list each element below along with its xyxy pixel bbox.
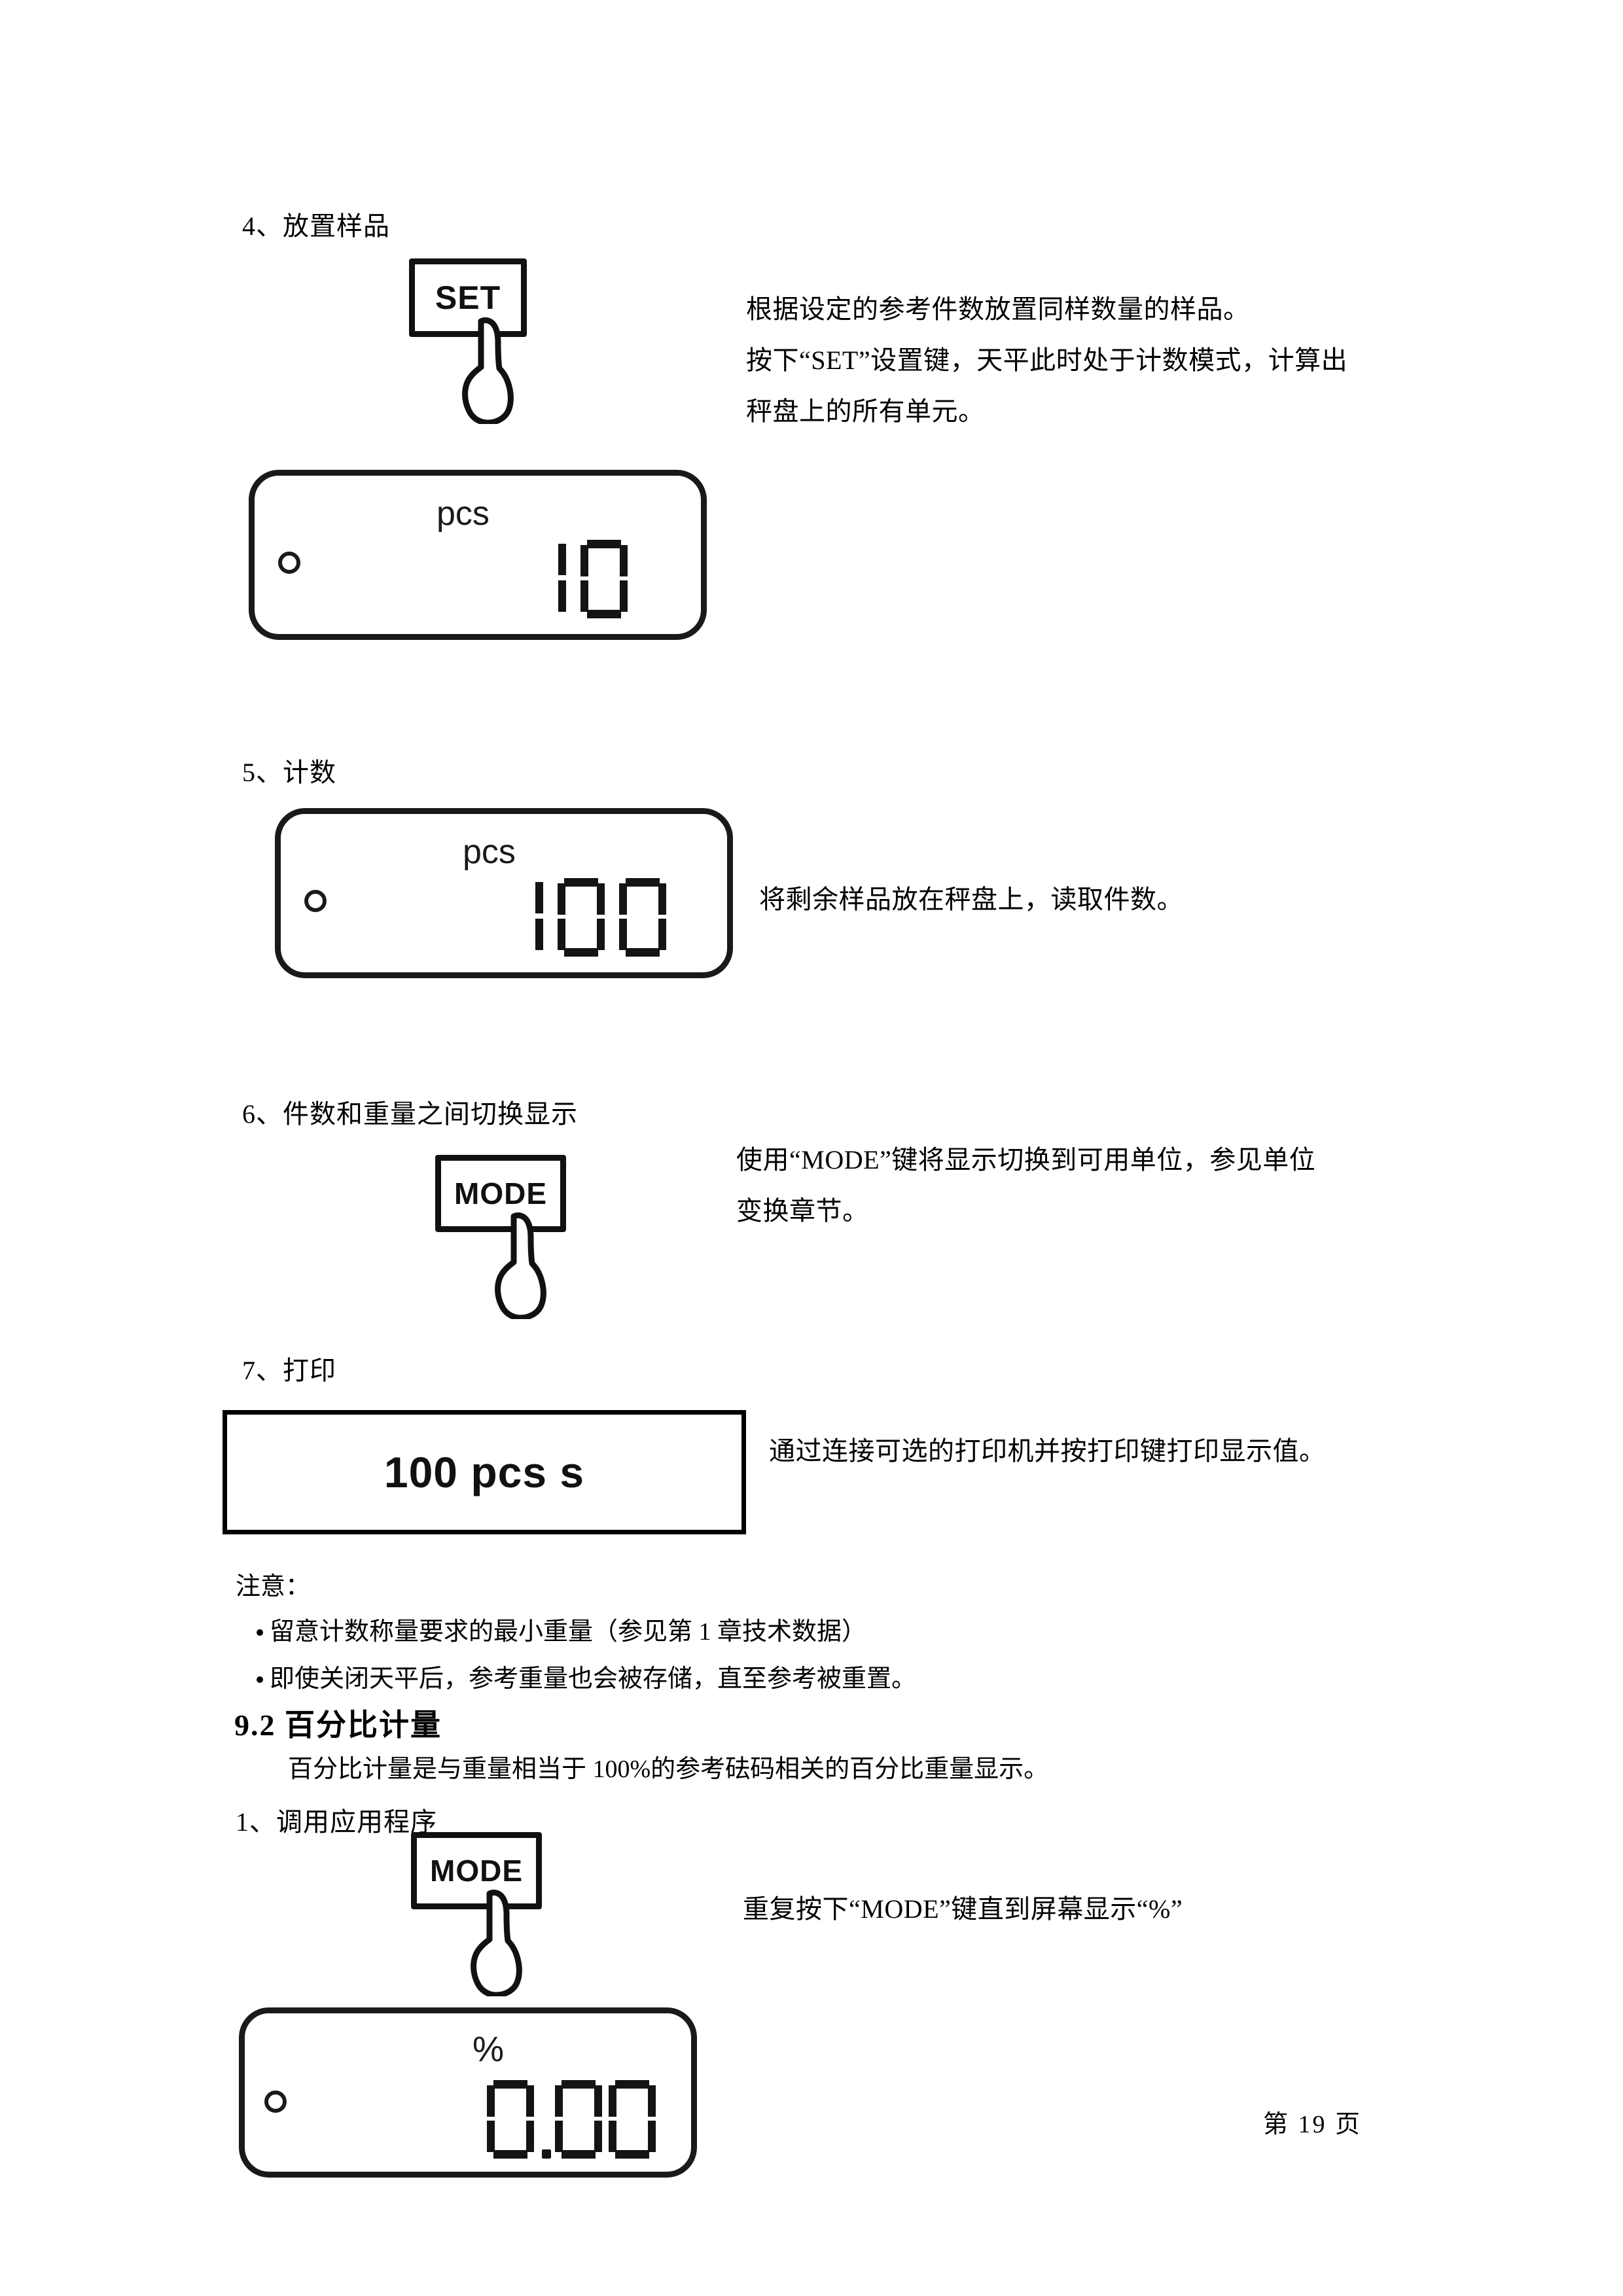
step-6-label: 6、件数和重量之间切换显示 — [242, 1099, 578, 1129]
step-5-label: 5、计数 — [242, 758, 336, 787]
lcd-digits-10 — [529, 540, 628, 618]
step-6-text-line-2: 变换章节。 — [736, 1196, 869, 1226]
seg-digit-0 — [558, 878, 605, 957]
seg-digit-0 — [580, 540, 628, 618]
step-6-text-line-1: 使用“MODE”键将显示切换到可用单位，参见单位 — [736, 1145, 1316, 1174]
section-9-2-heading: 9.2 百分比计量 — [234, 1708, 442, 1742]
step-4-text-line-3: 秤盘上的所有单元。 — [746, 397, 985, 426]
lcd-panel-step-4: pcs — [249, 470, 707, 640]
section-9-2-description: 百分比计量是与重量相当于 100%的参考砝码相关的百分比重量显示。 — [288, 1756, 1049, 1783]
mode-key-label: MODE — [430, 1854, 523, 1888]
seg-digit-0 — [555, 2080, 602, 2159]
seg-decimal-point — [541, 2080, 555, 2159]
notes-heading: 注意： — [236, 1573, 311, 1600]
lcd-unit-label-pcs: pcs — [437, 495, 490, 533]
notes-item-2: 即使关闭天平后，参考重量也会被存储，直至参考被重置。 — [270, 1665, 917, 1693]
lcd-digits-0-00 — [487, 2080, 656, 2159]
seg-digit-1 — [529, 540, 567, 618]
step-7-label: 7、打印 — [242, 1356, 336, 1385]
seg-digit-1 — [507, 878, 544, 957]
mode-key-illustration-step-9-2[interactable]: MODE — [411, 1832, 555, 1996]
step-4-label: 4、放置样品 — [242, 211, 390, 241]
set-key-label: SET — [435, 279, 501, 316]
stable-circle-icon — [264, 2091, 287, 2113]
section-9-2-step-1-text-line-1: 重复按下“MODE”键直到屏幕显示“%” — [743, 1894, 1183, 1924]
pointing-hand-icon — [495, 1212, 546, 1319]
step-4-text-line-2: 按下“SET”设置键，天平此时处于计数模式，计算出 — [746, 345, 1348, 375]
set-key-illustration[interactable]: SET — [409, 258, 540, 424]
mode-key-label: MODE — [454, 1176, 547, 1210]
lcd-digits-100 — [507, 878, 666, 957]
seg-digit-0 — [609, 2080, 656, 2159]
lcd-panel-step-5: pcs — [275, 808, 733, 978]
bullet-icon — [257, 1629, 263, 1636]
mode-key-illustration-step-6[interactable]: MODE — [435, 1155, 579, 1319]
stable-circle-icon — [304, 890, 327, 912]
section-9-2-step-1-label: 1、调用应用程序 — [236, 1807, 437, 1837]
step-5-text-line-1: 将剩余样品放在秤盘上，读取件数。 — [759, 885, 1183, 914]
printout-value: 100 pcs s — [383, 1448, 585, 1496]
lcd-unit-label-pcs: pcs — [463, 833, 516, 871]
page-footer: 第 19 页 — [1263, 2111, 1363, 2138]
bullet-icon — [257, 1676, 263, 1683]
step-7-text-line-1: 通过连接可选的打印机并按打印键打印显示值。 — [769, 1436, 1326, 1466]
notes-item-1: 留意计数称量要求的最小重量（参见第 1 章技术数据） — [270, 1618, 867, 1646]
printout-box: 100 pcs s — [223, 1410, 746, 1534]
pointing-hand-icon — [462, 317, 514, 424]
seg-digit-0 — [619, 878, 666, 957]
pointing-hand-icon — [471, 1889, 522, 1996]
stable-circle-icon — [278, 552, 300, 574]
set-keycap[interactable]: SET — [409, 258, 527, 337]
mode-keycap[interactable]: MODE — [411, 1832, 542, 1909]
lcd-unit-label-percent: % — [473, 2030, 505, 2069]
lcd-panel-percent: % — [239, 2007, 697, 2178]
step-4-text-line-1: 根据设定的参考件数放置同样数量的样品。 — [746, 294, 1250, 324]
seg-digit-0 — [487, 2080, 534, 2159]
mode-keycap[interactable]: MODE — [435, 1155, 566, 1232]
